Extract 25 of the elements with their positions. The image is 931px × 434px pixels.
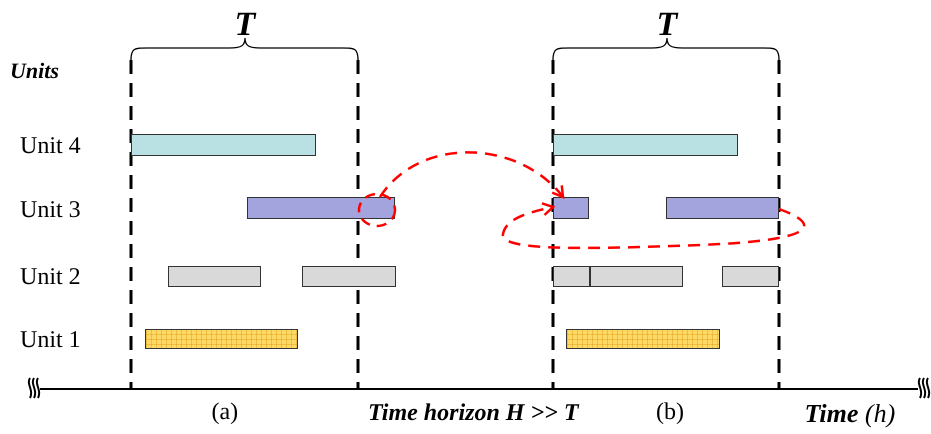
task-bar (131, 134, 316, 156)
task-bar (247, 197, 395, 219)
task-bar (666, 197, 779, 219)
dashed-arrow (502, 202, 805, 250)
dashed-arrow (379, 151, 564, 198)
brace-label: T (234, 8, 256, 42)
axis-title: Time horizon H >> T (368, 401, 578, 425)
row-label: Unit 4 (20, 134, 81, 158)
task-bar (566, 329, 720, 349)
row-label: Unit 3 (20, 198, 81, 222)
axis-title: Time (h) (804, 401, 896, 427)
row-label: Unit 2 (20, 265, 81, 289)
task-bar (553, 197, 589, 219)
task-bar (553, 134, 738, 156)
task-bar (168, 266, 261, 287)
task-bar (722, 266, 779, 287)
axis-title: Units (10, 60, 59, 82)
row-label: Unit 1 (20, 328, 81, 352)
panel-label: (b) (656, 400, 684, 424)
task-bar (590, 266, 683, 287)
task-bar (302, 266, 396, 287)
task-bar (553, 266, 590, 287)
panel-label: (a) (212, 400, 238, 424)
brace-label: T (656, 8, 678, 42)
task-bar (145, 329, 298, 349)
